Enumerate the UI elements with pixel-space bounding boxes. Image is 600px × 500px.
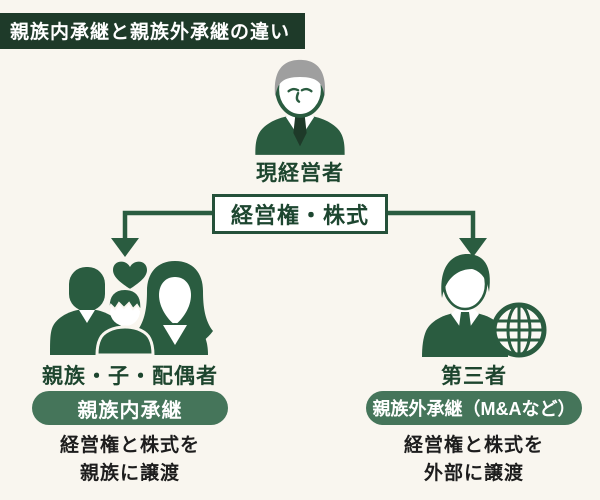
heart-icon — [113, 261, 147, 289]
left-description-line2: 親族に譲渡 — [79, 462, 180, 484]
non-family-succession-badge: 親族外承継（M&Aなど） — [366, 391, 582, 425]
right-description: 経営権と株式を 外部に譲渡 — [364, 432, 584, 487]
mother-icon — [137, 261, 213, 355]
right-description-line2: 外部に譲渡 — [423, 462, 524, 484]
left-recipients-label: 親族・子・配偶者 — [42, 365, 218, 388]
current-manager-label: 現経営者 — [256, 162, 344, 185]
right-arrowhead-icon — [459, 238, 487, 257]
right-recipients-label: 第三者 — [441, 365, 507, 388]
left-arrowhead-icon — [111, 238, 139, 257]
diagram-title: 親族内承継と親族外承継の違い — [0, 13, 306, 49]
family-succession-badge: 親族内承継 — [32, 391, 228, 425]
father-icon — [69, 267, 105, 311]
right-description-line1: 経営権と株式を — [403, 435, 544, 456]
child-icon — [95, 287, 155, 357]
person-with-globe-icon — [422, 254, 547, 358]
globe-icon — [491, 302, 547, 358]
family-with-heart-icon — [50, 261, 213, 357]
left-description: 経営権と株式を 親族に譲渡 — [20, 432, 240, 487]
third-party-person-icon — [422, 254, 508, 357]
transfer-box: 経営権・株式 — [212, 194, 388, 234]
businessman-icon — [255, 59, 345, 155]
left-description-line1: 経営権と株式を — [59, 435, 200, 456]
